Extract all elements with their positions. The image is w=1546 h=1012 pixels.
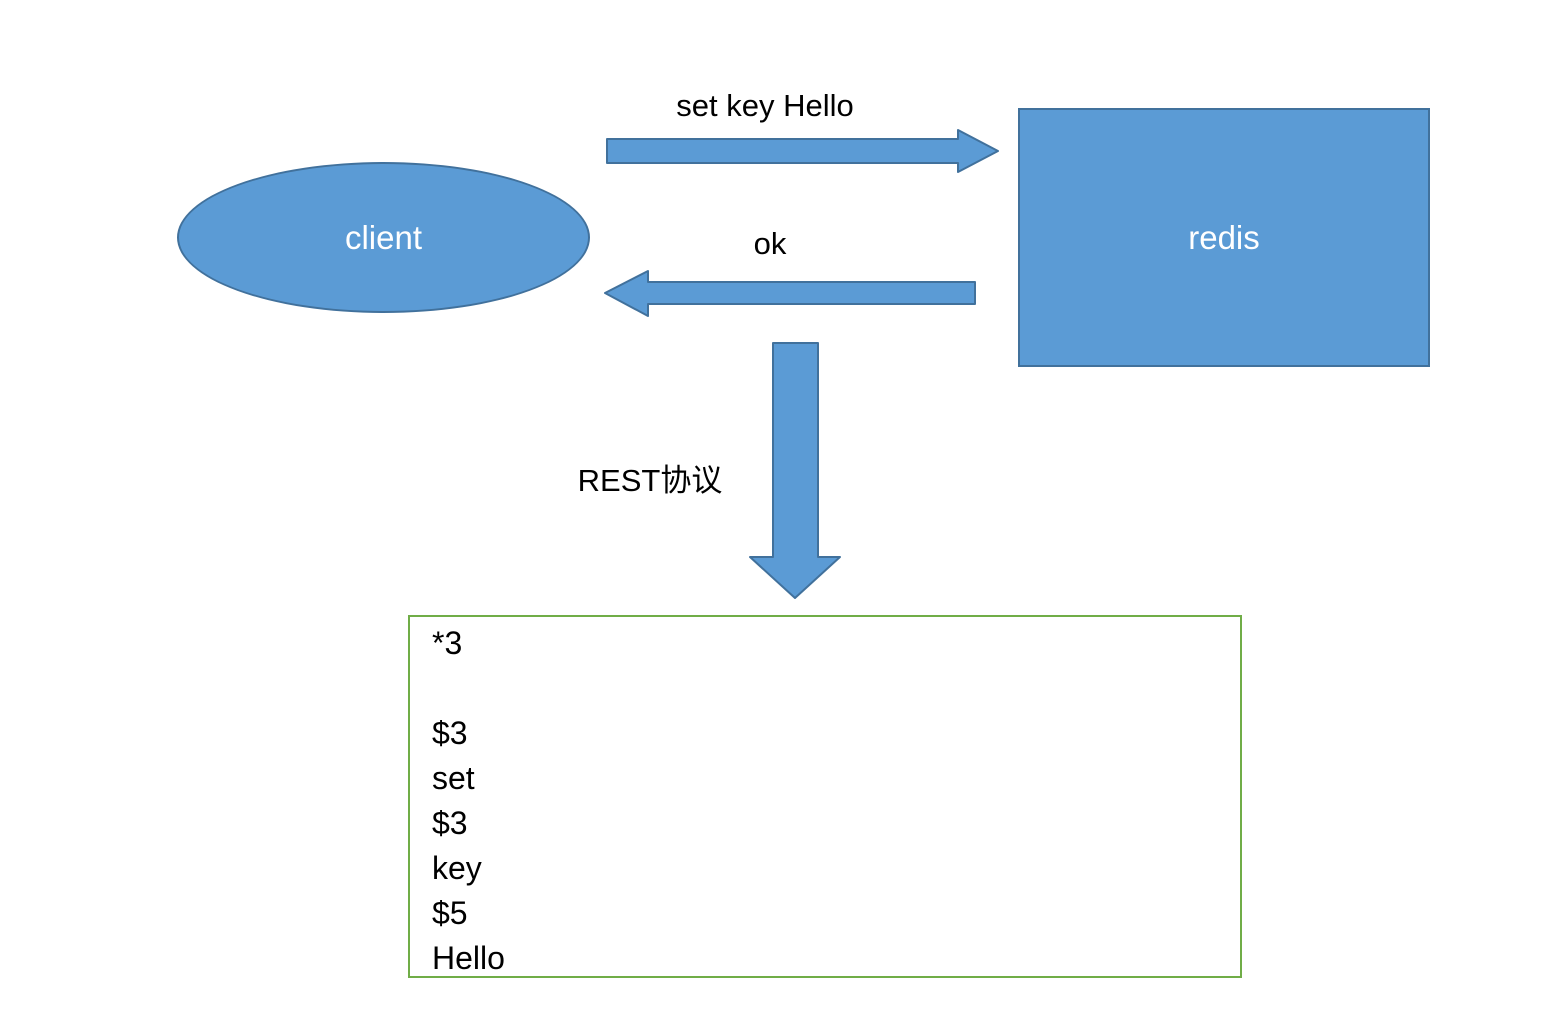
response-arrow-icon: [604, 270, 976, 317]
protocol-line: $3: [432, 715, 468, 751]
protocol-arrow-label: REST协议: [577, 463, 723, 498]
redis-node: redis: [1018, 108, 1430, 367]
protocol-line: *3: [432, 625, 463, 661]
protocol-line: $3: [432, 805, 468, 841]
protocol-line: Hello: [432, 940, 505, 976]
redis-node-label: redis: [1188, 218, 1260, 256]
protocol-line: [432, 666, 1240, 711]
response-arrow-label: ok: [753, 226, 787, 261]
protocol-line: $5: [432, 895, 468, 931]
protocol-line: set: [432, 760, 475, 796]
client-node-label: client: [344, 218, 423, 256]
client-node: client: [177, 162, 590, 313]
protocol-line: key: [432, 850, 482, 886]
request-arrow-icon: [606, 129, 999, 173]
protocol-payload-box: *3 $3 set $3 key $5 Hello: [408, 615, 1242, 978]
protocol-down-arrow-icon: [749, 342, 841, 599]
request-arrow-label: set key Hello: [676, 88, 854, 123]
